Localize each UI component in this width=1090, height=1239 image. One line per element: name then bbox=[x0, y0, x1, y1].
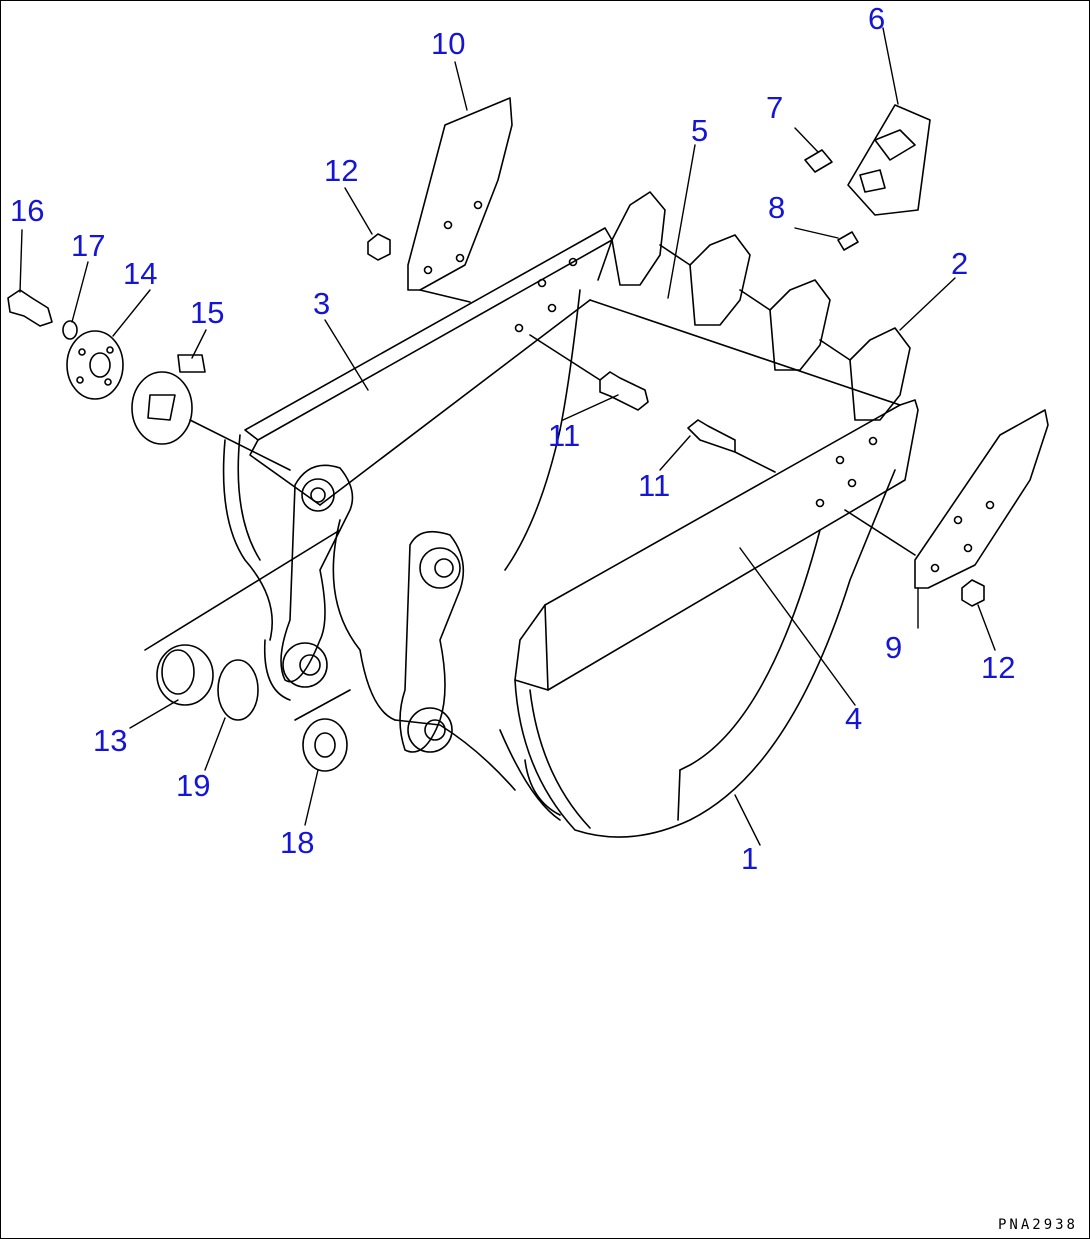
callout-6: 6 bbox=[868, 1, 886, 36]
bucket-body bbox=[222, 434, 896, 838]
callout-9: 9 bbox=[885, 630, 903, 665]
callout-11-right: 11 bbox=[638, 468, 671, 503]
callout-18: 18 bbox=[280, 825, 315, 860]
bolts-and-nuts bbox=[367, 233, 985, 607]
callout-12-right: 12 bbox=[981, 650, 1016, 685]
leader-lines bbox=[19, 27, 996, 846]
bucket-teeth bbox=[611, 104, 931, 421]
callout-15: 15 bbox=[190, 295, 225, 330]
callout-8: 8 bbox=[768, 190, 786, 225]
callout-2: 2 bbox=[951, 246, 969, 281]
callout-3: 3 bbox=[313, 286, 331, 321]
callout-16: 16 bbox=[10, 193, 45, 228]
side-cutter-right bbox=[844, 409, 1049, 589]
linkage-hardware bbox=[7, 289, 351, 772]
callout-1: 1 bbox=[741, 841, 759, 876]
callout-19: 19 bbox=[176, 768, 211, 803]
hinge-brackets bbox=[280, 464, 465, 753]
side-cutter-left bbox=[407, 97, 513, 303]
callout-12-top: 12 bbox=[324, 153, 359, 188]
top-plate bbox=[244, 227, 613, 506]
document-id: PNA2938 bbox=[997, 1217, 1078, 1233]
callout-10: 10 bbox=[431, 26, 466, 61]
callout-14: 14 bbox=[123, 256, 158, 291]
callout-5: 5 bbox=[691, 113, 709, 148]
callout-17: 17 bbox=[71, 228, 106, 263]
cutting-edge bbox=[504, 289, 581, 571]
callout-4: 4 bbox=[845, 701, 863, 736]
callout-11-top: 11 bbox=[548, 418, 581, 453]
side-plate bbox=[514, 299, 919, 691]
callout-7: 7 bbox=[766, 90, 784, 125]
callout-13: 13 bbox=[93, 723, 128, 758]
